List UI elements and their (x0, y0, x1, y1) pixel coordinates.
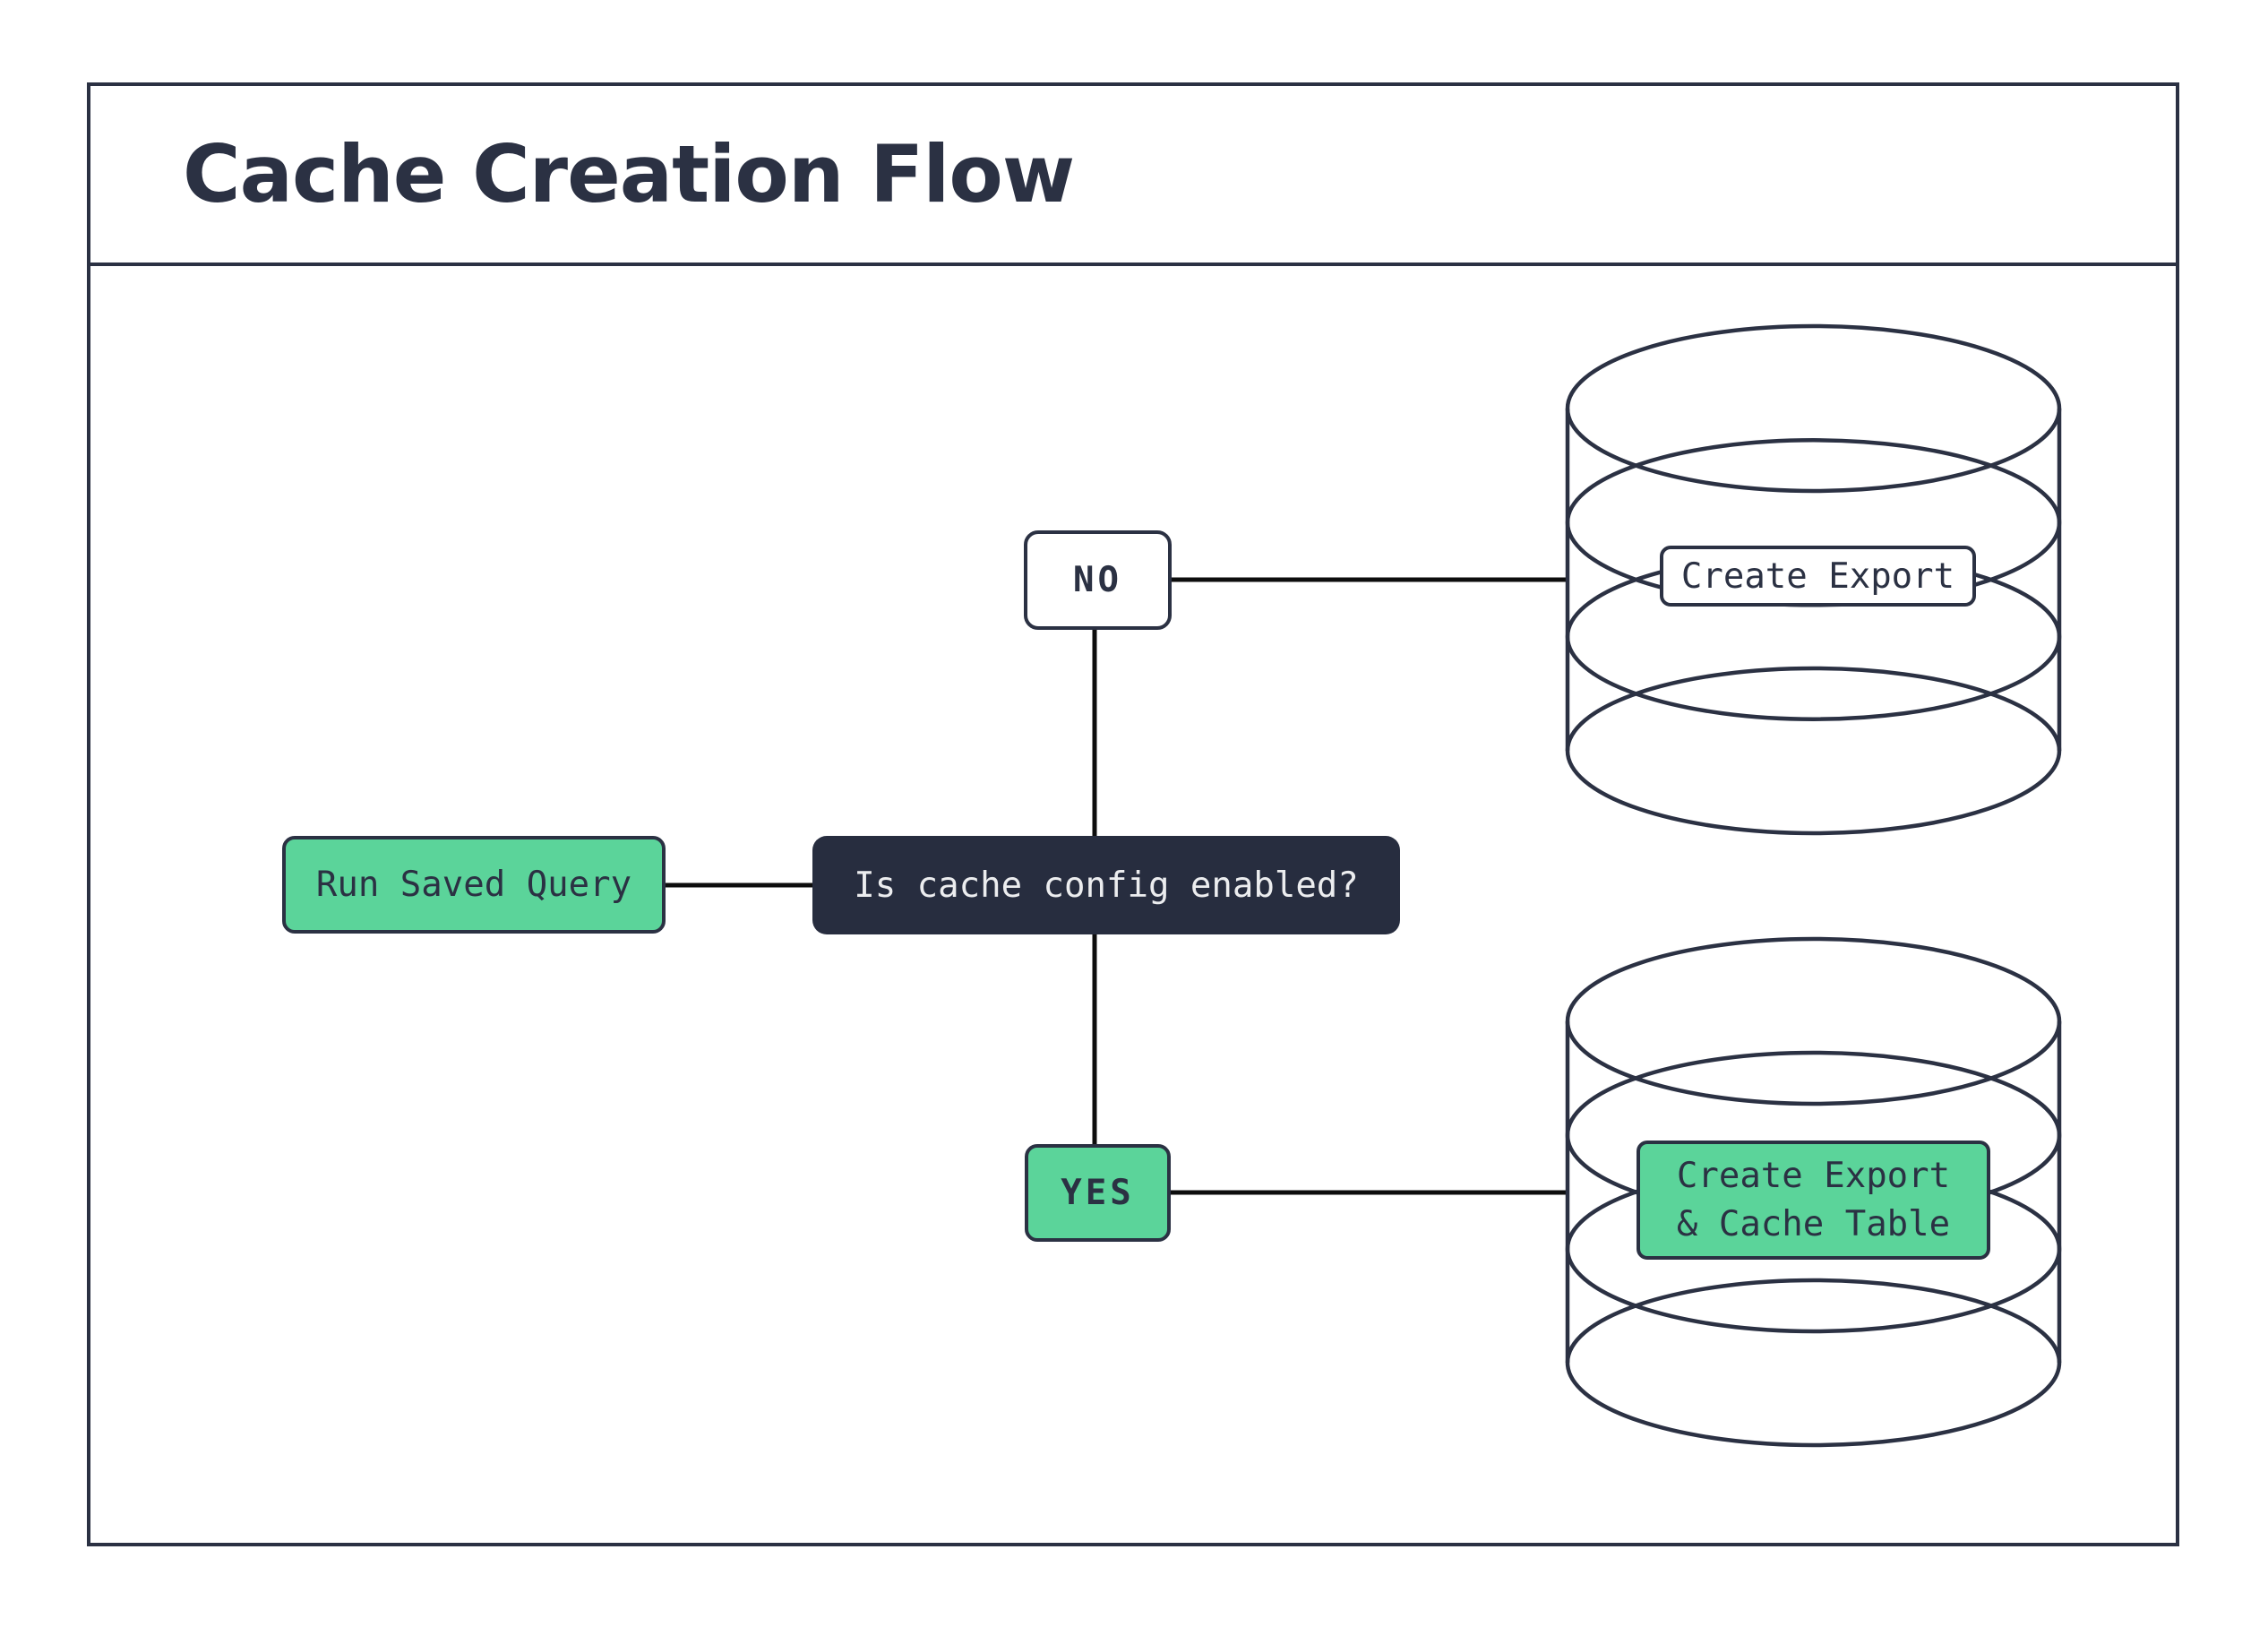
connector-lines (666, 577, 1569, 1195)
database-bottom-icon (1565, 936, 2062, 1448)
node-run-saved-query: Run Saved Query (282, 836, 666, 934)
node-decision-cache-config: Is cache config enabled? (812, 836, 1400, 934)
cylinder-disk (1565, 936, 2062, 1106)
database-top-icon (1565, 323, 2062, 836)
page-title: Cache Creation Flow (183, 128, 1075, 220)
node-create-export-cache-table: Create Export & Cache Table (1637, 1141, 1990, 1260)
cylinder-disk (1565, 323, 2062, 494)
diagram-frame: Cache Creation Flow (87, 82, 2179, 1546)
cylinder-disk (1565, 666, 2062, 836)
node-create-export: Create Export (1660, 546, 1976, 607)
diagram-header: Cache Creation Flow (90, 86, 2176, 266)
node-branch-no: NO (1024, 530, 1172, 630)
label-line-2: & Cache Table (1676, 1203, 1951, 1244)
cylinder-disk (1565, 1278, 2062, 1448)
node-branch-yes: YES (1025, 1144, 1171, 1242)
node-create-export-cache-table-text: Create Export & Cache Table (1677, 1152, 1950, 1249)
label-line-1: Create Export (1676, 1155, 1951, 1196)
